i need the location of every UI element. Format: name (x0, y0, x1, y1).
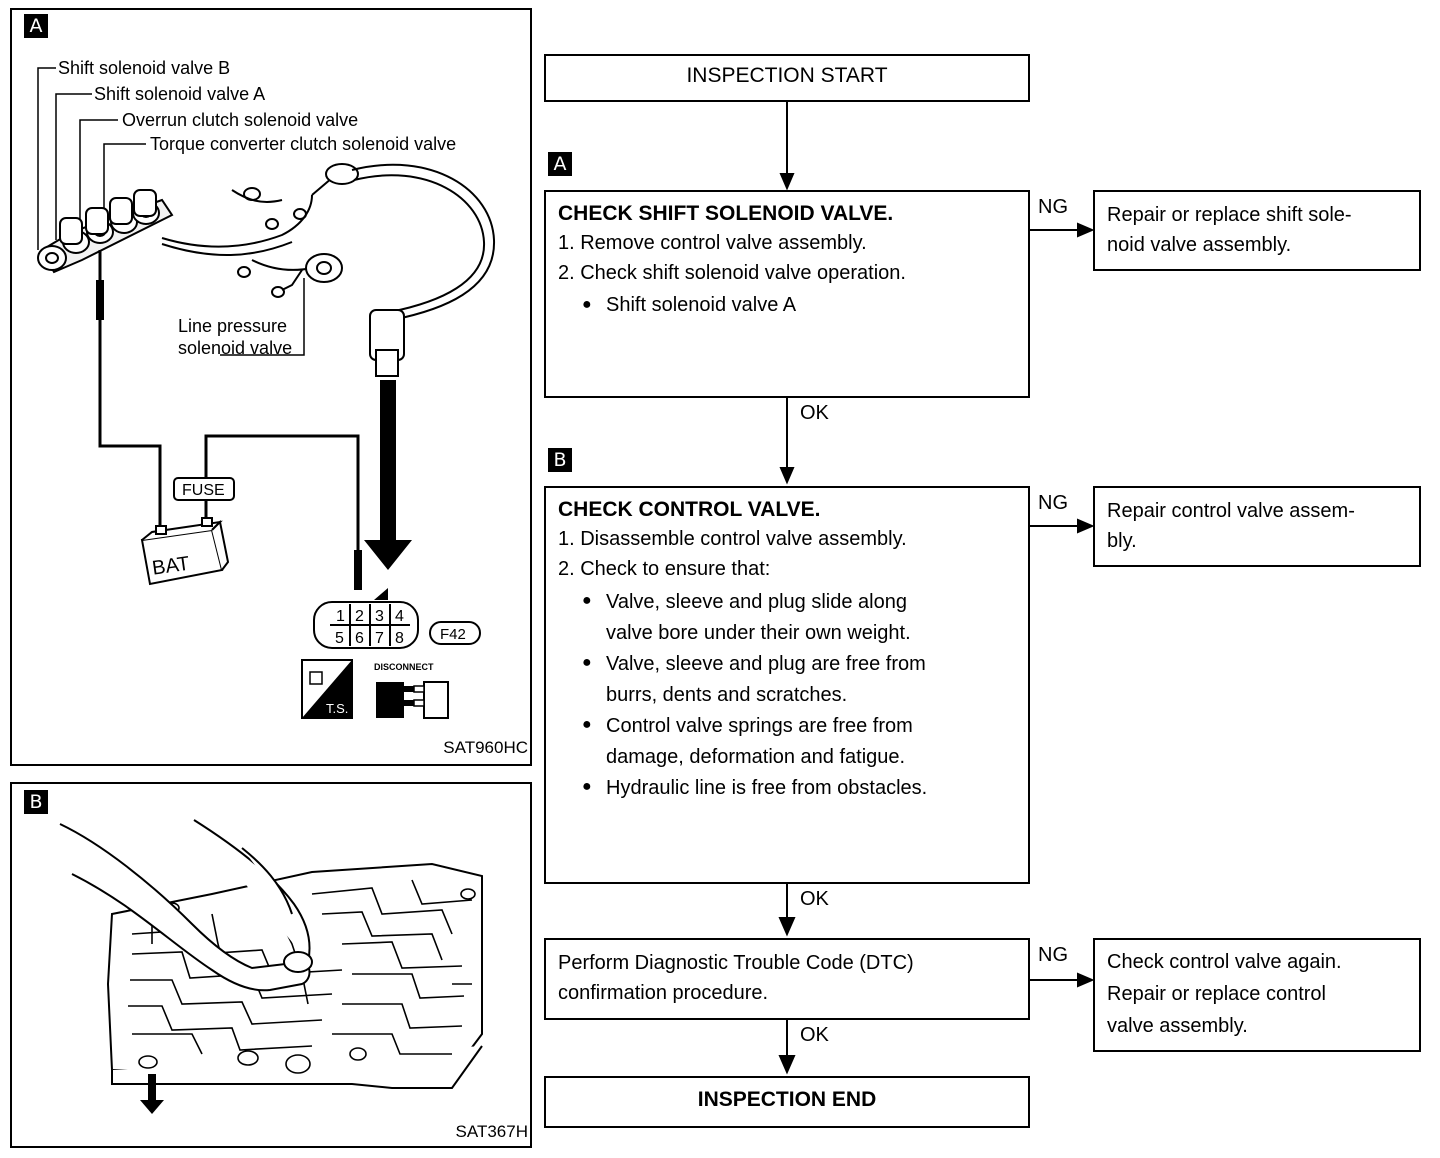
check-shift-solenoid-box: CHECK SHIFT SOLENOID VALVE. 1. Remove co… (544, 190, 1030, 398)
inspection-start-box: INSPECTION START (544, 54, 1030, 102)
label-torque-converter-solenoid: Torque converter clutch solenoid valve (150, 134, 456, 154)
connector-pin-4: 4 (395, 608, 404, 625)
control-valve-body-illustration (59, 819, 483, 1114)
connector-f42-illustration (313, 601, 419, 649)
label-shift-solenoid-b: Shift solenoid valve B (58, 58, 230, 78)
step-b-line-2: 2. Check to ensure that: (558, 558, 771, 580)
step-a-ng-label: NG (1038, 196, 1068, 218)
step-a-ng-line-1: Repair or replace shift sole- (1107, 204, 1352, 226)
step-b-ng-label: NG (1038, 492, 1068, 514)
connector-pin-3: 3 (375, 608, 384, 625)
label-overrun-clutch-solenoid: Overrun clutch solenoid valve (122, 110, 358, 130)
step-a-bullet-1: Shift solenoid valve A (558, 288, 1028, 322)
inspection-end-label: INSPECTION END (697, 1088, 877, 1111)
dtc-line-2: confirmation procedure. (558, 982, 769, 1004)
solenoid-wiring-illustration: BAT FUSE 1 2 3 4 5 6 7 8 F42 (37, 58, 496, 719)
step-b-tag: B (548, 448, 572, 472)
step-b-bullet-3-line-2: damage, deformation and fatigue. (606, 746, 906, 768)
step-a-title: CHECK SHIFT SOLENOID VALVE. (558, 202, 894, 225)
check-control-valve-again-box: Check control valve again. Repair or rep… (1093, 938, 1421, 1052)
connector-pin-2: 2 (355, 608, 364, 625)
ok-label-2: OK (800, 888, 829, 910)
label-line-pressure-1: Line pressure (178, 316, 287, 336)
step-b-bullet-2-line-1: Valve, sleeve and plug are free from (606, 653, 926, 675)
step-b-line-1: 1. Disassemble control valve assembly. (558, 528, 907, 550)
bat-label: BAT (151, 553, 191, 580)
step-b-bullet-2: Valve, sleeve and plug are free from bur… (558, 648, 1028, 710)
repair-shift-solenoid-box: Repair or replace shift sole- noid valve… (1093, 190, 1421, 271)
step-b-ng-line-2: bly. (1107, 530, 1137, 552)
step-b-ng-line-1: Repair control valve assem- (1107, 500, 1355, 522)
hand-illustration (59, 819, 313, 992)
label-shift-solenoid-a: Shift solenoid valve A (94, 84, 265, 104)
step-b-bullet-4-line-1: Hydraulic line is free from obstacles. (606, 777, 928, 799)
disconnect-icon (376, 681, 449, 719)
ok-label-3: OK (800, 1024, 829, 1046)
step-b-bullet-1-line-1: Valve, sleeve and plug slide along (606, 591, 907, 613)
figure-a-tag: A (24, 14, 48, 38)
repair-control-valve-box: Repair control valve assem- bly. (1093, 486, 1421, 567)
connector-pin-5: 5 (335, 630, 344, 647)
dtc-ng-line-2: Repair or replace control (1107, 983, 1326, 1005)
connector-pin-7: 7 (375, 630, 384, 647)
check-control-valve-box: CHECK CONTROL VALVE. 1. Disassemble cont… (544, 486, 1030, 884)
ok-label-1: OK (800, 402, 829, 424)
dtc-ng-label: NG (1038, 944, 1068, 966)
step-a-ng-line-2: noid valve assembly. (1107, 234, 1292, 256)
figure-b-code: SAT367H (455, 1122, 528, 1141)
label-line-pressure-2: solenoid valve (178, 338, 292, 358)
connector-pin-8: 8 (395, 630, 404, 647)
solenoid-body-illustration (37, 189, 174, 274)
step-b-bullet-3-line-1: Control valve springs are free from (606, 715, 913, 737)
inspection-end-box: INSPECTION END (544, 1076, 1030, 1128)
ts-icon: T.S. (301, 659, 353, 719)
step-a-tag: A (548, 152, 572, 176)
step-b-bullet-1: Valve, sleeve and plug slide along valve… (558, 586, 1028, 648)
connector-pin-6: 6 (355, 630, 364, 647)
step-b-title: CHECK CONTROL VALVE. (558, 498, 821, 521)
dtc-ng-line-3: valve assembly. (1107, 1015, 1248, 1037)
dtc-confirmation-box: Perform Diagnostic Trouble Code (DTC) co… (544, 938, 1030, 1020)
step-b-bullet-1-line-2: valve bore under their own weight. (606, 622, 911, 644)
step-b-bullet-2-line-2: burrs, dents and scratches. (606, 684, 848, 706)
figure-a-panel: A (10, 8, 532, 766)
dtc-line-1: Perform Diagnostic Trouble Code (DTC) (558, 952, 914, 974)
figure-b-panel: B (10, 782, 532, 1148)
inspection-start-label: INSPECTION START (686, 64, 888, 87)
ts-label: T.S. (326, 701, 348, 716)
step-b-bullet-4: Hydraulic line is free from obstacles. (558, 772, 1028, 804)
step-a-line-1: 1. Remove control valve assembly. (558, 232, 867, 254)
connector-pin-1: 1 (336, 608, 345, 625)
figure-a-code: SAT960HC (443, 738, 528, 757)
fuse-label: FUSE (182, 482, 225, 499)
dtc-ng-line-1: Check control valve again. (1107, 951, 1342, 973)
step-a-line-2: 2. Check shift solenoid valve operation. (558, 262, 906, 284)
figure-b-tag: B (24, 790, 48, 814)
step-b-bullet-3: Control valve springs are free from dama… (558, 710, 1028, 772)
connector-code-label: F42 (440, 626, 466, 643)
disconnect-label: DISCONNECT (374, 662, 434, 672)
flowchart-connectors (778, 102, 1095, 1075)
battery-illustration (140, 517, 230, 586)
